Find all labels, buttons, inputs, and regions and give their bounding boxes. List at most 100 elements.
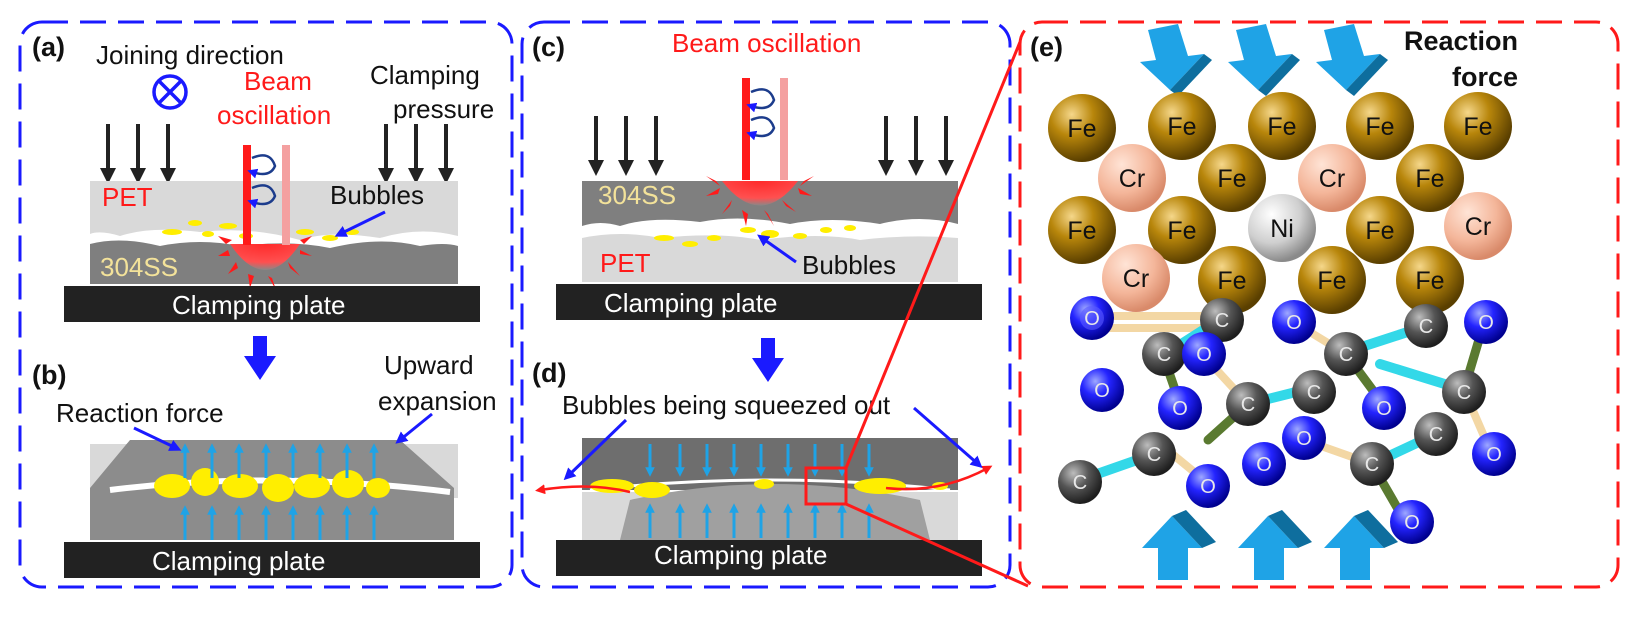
fe-atom: Fe — [1148, 92, 1216, 160]
svg-text:O: O — [1196, 344, 1212, 366]
pet-layer-a — [90, 181, 458, 240]
svg-text:Fe: Fe — [1167, 217, 1196, 245]
upward-expansion-label-1: Upward — [384, 350, 474, 380]
bubbles-squeezed-label: Bubbles being squeezed out — [562, 390, 891, 420]
svg-text:Fe: Fe — [1067, 115, 1096, 143]
oscillation-icon-c — [746, 88, 776, 141]
reaction-force-label-e2: force — [1452, 62, 1518, 92]
into-page-icon — [152, 74, 188, 110]
cr-atom: Cr — [1298, 144, 1366, 212]
pressure-arrows-left — [100, 124, 176, 184]
fe-atom: Fe — [1298, 246, 1366, 314]
svg-text:Fe: Fe — [1463, 113, 1492, 141]
svg-text:C: C — [1339, 344, 1353, 366]
bubbles-d — [590, 478, 948, 498]
down-arrow-cd — [752, 338, 784, 382]
svg-text:Fe: Fe — [1067, 217, 1096, 245]
force-arrows-down — [1140, 24, 1388, 96]
svg-text:Cr: Cr — [1465, 213, 1491, 241]
c-atom: C — [1226, 382, 1270, 426]
svg-text:O: O — [1094, 380, 1110, 402]
panel-ab-border — [18, 20, 514, 589]
zoom-connector-bottom — [845, 502, 1029, 588]
squeeze-pointer-left — [563, 418, 628, 481]
svg-text:O: O — [1478, 312, 1494, 334]
cr-atom: Cr — [1102, 244, 1170, 312]
fe-atom: Fe — [1198, 144, 1266, 212]
o-atom: O — [1080, 368, 1124, 412]
clamping-plate-d — [556, 540, 982, 576]
svg-text:Fe: Fe — [1415, 165, 1444, 193]
svg-text:Fe: Fe — [1217, 165, 1246, 193]
reaction-arrows-d-up — [645, 503, 874, 538]
bubbles-label-c: Bubbles — [802, 250, 896, 280]
clamping-plate-label-a: Clamping plate — [172, 290, 345, 320]
beam-oscillation-label-a2: oscillation — [217, 100, 331, 130]
svg-text:C: C — [1147, 444, 1161, 466]
squeeze-pointer-right — [913, 406, 983, 468]
ni-atom: Ni — [1248, 194, 1316, 262]
pet-label-c: PET — [600, 248, 651, 278]
ss-label-a: 304SS — [100, 252, 178, 282]
metal-atoms: Fe Fe Fe Fe Fe Cr Fe Cr Fe Fe Fe Ni Fe C… — [1048, 92, 1512, 314]
c-atom: C — [1292, 370, 1336, 414]
laser-beam-ghost-a — [282, 145, 290, 245]
svg-text:C: C — [1419, 316, 1433, 338]
escape-arrow-right — [885, 465, 993, 491]
force-arrow-down-2 — [1228, 24, 1300, 96]
fe-atom: Fe — [1346, 196, 1414, 264]
c-atom: C — [1324, 332, 1368, 376]
svg-text:Cr: Cr — [1123, 265, 1149, 293]
clamping-plate-c — [556, 284, 982, 320]
svg-text:Ni: Ni — [1270, 215, 1294, 243]
melt-pool-c — [722, 181, 798, 206]
joining-direction-label: Joining direction — [96, 40, 284, 70]
svg-text:Fe: Fe — [1267, 113, 1296, 141]
svg-text:O: O — [1172, 398, 1188, 420]
pet-layer-c — [582, 234, 958, 282]
svg-text:O: O — [1256, 454, 1272, 476]
melt-spikes-c — [706, 176, 814, 226]
c-atom: C — [1414, 412, 1458, 456]
svg-text:Fe: Fe — [1415, 267, 1444, 295]
panel-e-tag: (e) — [1030, 32, 1063, 62]
panel-e: (e) Reaction force — [1030, 24, 1518, 580]
svg-text:Cr: Cr — [1119, 165, 1145, 193]
oscillation-icon-a — [247, 154, 277, 209]
o-atom: O — [1070, 296, 1114, 340]
fe-atom: Fe — [1346, 92, 1414, 160]
panel-a-tag: (a) — [32, 32, 65, 62]
ss-layer-d — [582, 438, 958, 490]
panel-d: (d) Bubbles being squeezed out — [532, 358, 993, 576]
svg-text:O: O — [1296, 428, 1312, 450]
bubbles-a — [162, 220, 359, 241]
c-atom: C — [1058, 460, 1102, 504]
melt-spikes-a — [218, 236, 312, 290]
o-atom: O — [1242, 442, 1286, 486]
reaction-force-label-b: Reaction force — [56, 398, 224, 428]
reaction-force-label-e1: Reaction — [1404, 26, 1518, 56]
laser-beam-a — [243, 145, 251, 245]
beam-oscillation-label-c: Beam oscillation — [672, 28, 861, 58]
svg-text:Fe: Fe — [1217, 267, 1246, 295]
pressure-arrows-c-left — [588, 116, 664, 176]
force-arrow-up-1 — [1142, 510, 1216, 580]
fe-atom: Fe — [1396, 144, 1464, 212]
escape-arrow-left — [535, 484, 631, 495]
svg-text:Cr: Cr — [1319, 165, 1345, 193]
svg-text:O: O — [1486, 444, 1502, 466]
upward-expansion-label-2: expansion — [378, 386, 497, 416]
svg-text:Fe: Fe — [1167, 113, 1196, 141]
c-atom: C — [1200, 298, 1244, 342]
panel-c: (c) Beam oscillation 304SS PET — [532, 28, 982, 382]
clamping-plate-b — [64, 542, 480, 578]
down-arrow-ab — [244, 336, 276, 380]
pet-bulge-d — [620, 484, 930, 540]
o-atom: O — [1158, 386, 1202, 430]
fe-atom: Fe — [1198, 246, 1266, 314]
clamping-plate-label-d: Clamping plate — [654, 540, 827, 570]
force-arrows-up — [1142, 510, 1398, 580]
panel-b-tag: (b) — [32, 360, 66, 390]
svg-text:C: C — [1215, 310, 1229, 332]
zoom-box-d — [804, 466, 848, 506]
